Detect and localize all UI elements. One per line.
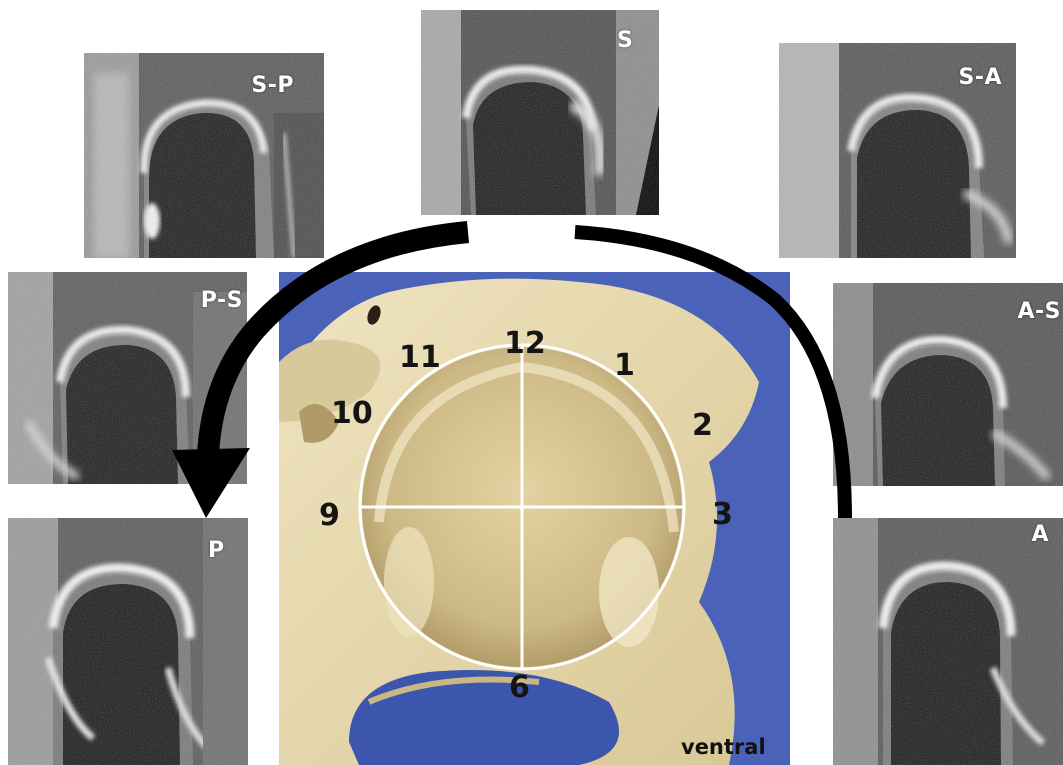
curved-arc-right-icon bbox=[575, 232, 845, 518]
curved-arrow-left-icon bbox=[208, 232, 468, 455]
arrow-head-icon bbox=[172, 448, 250, 518]
